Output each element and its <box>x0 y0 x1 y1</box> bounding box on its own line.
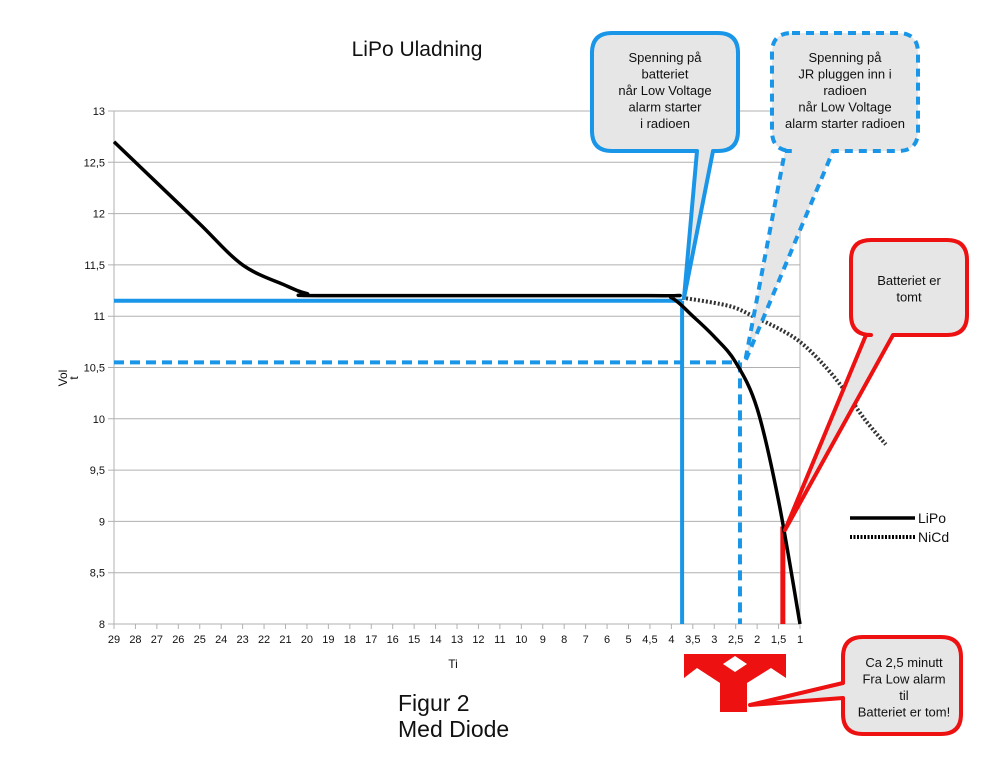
callout-battery-alarm-text: alarm starter <box>629 100 703 115</box>
caption-line1: Figur 2 <box>398 690 470 716</box>
callout-duration-text: Fra Low alarm <box>862 672 945 687</box>
x-tick-label: 18 <box>344 634 356 646</box>
callout-duration-text: til <box>899 688 909 703</box>
axes <box>113 111 801 629</box>
x-tick-label: 19 <box>322 634 334 646</box>
x-tick-label: 25 <box>194 634 206 646</box>
y-tick-label: 11,5 <box>84 260 105 272</box>
legend-label-nicd: NiCd <box>918 529 949 545</box>
callout-duration <box>748 635 963 736</box>
callout-duration-text: Batteriet er tom! <box>858 705 950 720</box>
x-tick-label: 27 <box>151 634 163 646</box>
x-axis-label: Ti <box>448 657 458 671</box>
y-axis-label-line2: t <box>67 376 81 380</box>
callout-plug-alarm-text: radioen <box>823 83 866 98</box>
callout-plug-alarm-text: JR pluggen inn i <box>798 67 891 82</box>
y-tick-label: 9 <box>99 516 105 528</box>
x-tick-label: 10 <box>515 634 527 646</box>
callout-empty-text: Batteriet er <box>877 273 941 288</box>
y-axis-label-line1: Vol <box>56 370 70 387</box>
x-tick-label: 8 <box>561 634 567 646</box>
y-axis-label: Vol t <box>56 370 81 387</box>
callout-duration-text: Ca 2,5 minutt <box>865 655 943 670</box>
arrow-shape <box>684 654 786 712</box>
x-tick-label: 26 <box>172 634 184 646</box>
x-tick-label: 3,5 <box>685 634 700 646</box>
y-tick-label: 8 <box>99 619 105 631</box>
callout-battery-alarm-text: i radioen <box>640 116 690 131</box>
y-tick-label: 10 <box>93 414 105 426</box>
callout-empty-text: tomt <box>896 290 922 305</box>
x-tick-label: 2,5 <box>728 634 743 646</box>
callout-empty <box>783 238 969 532</box>
callout-battery-alarm-text: batteriet <box>642 67 689 82</box>
x-tick-label: 1 <box>797 634 803 646</box>
x-tick-label: 3 <box>711 634 717 646</box>
x-tick-label: 14 <box>429 634 441 646</box>
caption-line2: Med Diode <box>398 716 510 742</box>
y-tick-label: 8,5 <box>90 568 105 580</box>
x-tick-label: 17 <box>365 634 377 646</box>
y-tick-labels: 8 8,5 9 9,5 10 10,5 11 11,5 12 12,5 13 <box>84 106 105 631</box>
x-tick-label: 16 <box>387 634 399 646</box>
x-tick-label: 1,5 <box>771 634 786 646</box>
x-tick-label: 13 <box>451 634 463 646</box>
callout-plug-alarm-text: når Low Voltage <box>798 100 891 115</box>
x-tick-label: 20 <box>301 634 313 646</box>
x-tick-label: 11 <box>494 634 505 646</box>
callout-plug-alarm-text: alarm starter radioen <box>785 116 905 131</box>
x-tick-label: 23 <box>237 634 249 646</box>
x-tick-label: 24 <box>215 634 227 646</box>
x-tick-label: 4,5 <box>642 634 657 646</box>
callout-battery-alarm <box>590 31 740 300</box>
x-tick-label: 5 <box>625 634 631 646</box>
reference-lines <box>114 298 786 624</box>
y-tick-label: 12,5 <box>84 157 105 169</box>
callout-plug-alarm-text: Spenning på <box>808 50 882 65</box>
figure-caption: Figur 2 Med Diode <box>398 690 509 742</box>
arrow-notch <box>723 656 747 672</box>
y-tick-label: 13 <box>93 106 105 118</box>
x-tick-label: 2 <box>754 634 760 646</box>
series <box>112 140 888 625</box>
x-tick-label: 4 <box>668 634 674 646</box>
x-tick-label: 9 <box>540 634 546 646</box>
x-tick-label: 6 <box>604 634 610 646</box>
y-tick-label: 10,5 <box>84 363 105 375</box>
callout-plug-alarm <box>743 31 920 364</box>
y-tick-label: 12 <box>93 209 105 221</box>
legend-label-lipo: LiPo <box>918 510 946 526</box>
x-tick-label: 21 <box>279 634 291 646</box>
x-tick-label: 12 <box>472 634 484 646</box>
x-tick-label: 22 <box>258 634 270 646</box>
series-line-lipo <box>112 140 802 625</box>
merge-arrow-icon <box>684 654 786 712</box>
x-tick-label: 29 <box>108 634 120 646</box>
x-tick-label: 15 <box>408 634 420 646</box>
y-tick-label: 11 <box>94 311 105 323</box>
callout-battery-alarm-text: når Low Voltage <box>618 83 711 98</box>
y-tick-label: 9,5 <box>90 465 105 477</box>
x-tick-label: 28 <box>129 634 141 646</box>
callout-battery-alarm-text: Spenning på <box>628 50 702 65</box>
chart-title: LiPo Uladning <box>352 38 483 61</box>
x-tick-label: 7 <box>583 634 589 646</box>
